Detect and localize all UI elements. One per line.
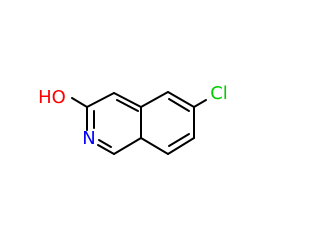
bond-c5-c6 <box>167 91 195 108</box>
bond-c7-c8 <box>167 137 195 155</box>
hydroxyl-label: HO <box>38 87 66 108</box>
bond-c4a-c5 <box>140 91 169 108</box>
bond-c5-c6-inner <box>168 98 190 112</box>
bond-c3-o <box>71 97 88 108</box>
chlorine-label: Cl <box>210 83 228 104</box>
bond-c1-n-inner <box>98 139 112 148</box>
bond-lines <box>71 91 207 155</box>
nitrogen-label: N <box>82 128 95 149</box>
bond-c8a-c1 <box>113 137 142 155</box>
bond-c1-n <box>97 144 115 155</box>
bond-c4-c4a-inner <box>116 99 139 112</box>
bond-c8-c8a <box>140 137 169 155</box>
bond-c7-c8-inner <box>168 133 190 147</box>
bond-c6-cl <box>193 99 207 108</box>
molecule-structure: HO N Cl <box>38 83 228 155</box>
bond-c3-c4 <box>86 92 115 108</box>
bond-c4-c4a <box>113 92 142 108</box>
